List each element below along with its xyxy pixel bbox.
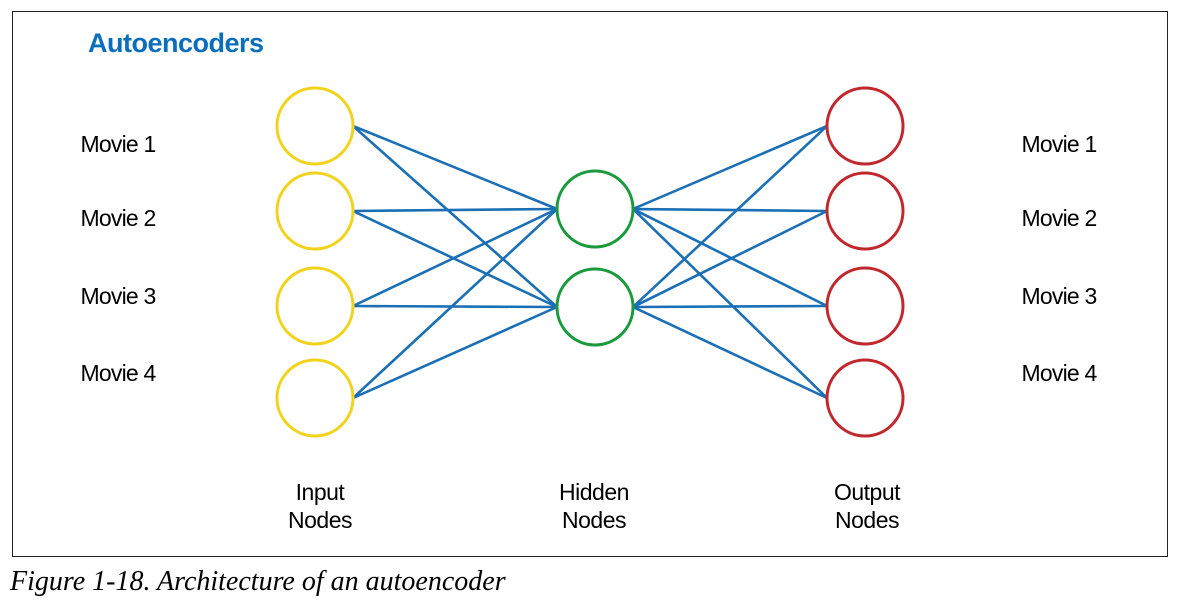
input-label-movie-4: Movie 4 — [80, 360, 157, 386]
output-node-1 — [825, 86, 905, 166]
hidden-nodes-label-line1: Hidden — [559, 479, 629, 505]
connection-input-4-hidden-2 — [352, 305, 558, 400]
connection-input-3-hidden-2 — [352, 304, 558, 309]
input-nodes-label-line1: Input — [295, 479, 345, 505]
output-node-3 — [825, 266, 905, 346]
input-nodes-label: Input Nodes — [250, 478, 390, 534]
output-node-4 — [825, 358, 905, 438]
connection-hidden-1-output-2 — [632, 207, 828, 213]
input-node-1 — [275, 86, 355, 166]
connection-input-2-hidden-2 — [352, 209, 558, 309]
output-nodes-label-line1: Output — [833, 479, 901, 505]
hidden-node-1 — [555, 169, 635, 249]
output-label-movie-4: Movie 4 — [1021, 360, 1098, 386]
input-label-movie-3: Movie 3 — [80, 283, 157, 309]
output-node-2 — [825, 171, 905, 251]
connection-input-1-hidden-2 — [352, 125, 558, 308]
input-nodes-label-line2: Nodes — [288, 507, 352, 533]
output-label-movie-1: Movie 1 — [1021, 131, 1098, 157]
connection-hidden-1-output-1 — [632, 124, 828, 211]
connection-input-4-hidden-1 — [352, 208, 558, 399]
input-node-3 — [275, 266, 355, 346]
output-nodes-label: Output Nodes — [797, 478, 937, 534]
connection-hidden-2-output-3 — [632, 304, 828, 309]
figure-caption: Figure 1-18. Architecture of an autoenco… — [10, 566, 506, 597]
hidden-nodes-label-line2: Nodes — [562, 507, 626, 533]
connection-hidden-2-output-4 — [632, 305, 828, 400]
hidden-nodes-label: Hidden Nodes — [524, 478, 664, 534]
input-label-movie-2: Movie 2 — [80, 205, 157, 231]
input-label-movie-1: Movie 1 — [80, 131, 157, 157]
connection-input-3-hidden-1 — [352, 207, 558, 308]
diagram-title: Autoencoders — [88, 28, 264, 58]
connection-hidden-1-output-3 — [632, 207, 828, 308]
hidden-node-2 — [555, 267, 635, 347]
output-label-movie-2: Movie 2 — [1021, 205, 1098, 231]
output-label-movie-3: Movie 3 — [1021, 283, 1098, 309]
connection-input-2-hidden-1 — [352, 207, 558, 213]
nodes — [275, 86, 905, 438]
connection-hidden-1-output-4 — [632, 208, 828, 399]
connection-hidden-2-output-1 — [632, 125, 828, 308]
input-node-2 — [275, 171, 355, 251]
input-node-4 — [275, 358, 355, 438]
connection-input-1-hidden-1 — [352, 124, 558, 211]
connections — [352, 124, 828, 400]
connection-hidden-2-output-2 — [632, 209, 828, 309]
diagram-frame — [12, 11, 1168, 557]
output-nodes-label-line2: Nodes — [835, 507, 899, 533]
